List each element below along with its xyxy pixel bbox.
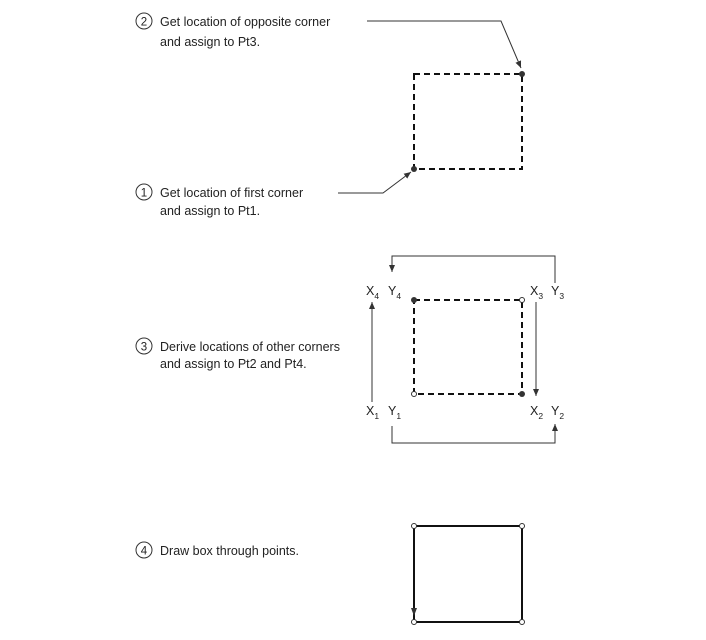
step-3-number-circle	[135, 337, 153, 355]
pt1-point-middle	[411, 391, 417, 397]
label-x2-y2: X2 Y2	[530, 404, 564, 421]
step-2-line2: and assign to Pt3.	[160, 35, 260, 49]
box-corner-br	[519, 619, 525, 625]
label-x3: X3	[530, 284, 543, 301]
step-3-line2: and assign to Pt2 and Pt4.	[160, 357, 307, 371]
pt4-point	[411, 297, 417, 303]
label-x4: X4	[366, 284, 379, 301]
label-y2: Y2	[551, 404, 564, 421]
label-x4-y4: X4 Y4	[366, 284, 401, 301]
step-1: 1 Get location of first corner and assig…	[135, 171, 412, 218]
step-1-leader-arrow	[338, 171, 412, 194]
step-1-line1: Get location of first corner	[160, 186, 303, 200]
pt1-point	[411, 166, 417, 172]
step-4-number-circle	[135, 541, 153, 559]
label-y4: Y4	[388, 284, 401, 301]
label-x1: X1	[366, 404, 379, 421]
box-corner-tr	[519, 523, 525, 529]
pt2-point	[519, 391, 525, 397]
box-corner-bl	[411, 619, 417, 625]
label-x1-y1: X1 Y1	[366, 404, 401, 421]
label-y1: Y1	[388, 404, 401, 421]
step-1-line2: and assign to Pt1.	[160, 204, 260, 218]
pt3-point-middle	[519, 297, 525, 303]
dashed-box-top	[413, 73, 523, 170]
dashed-box-middle	[413, 299, 523, 395]
label-x3-y3: X3 Y3	[530, 284, 564, 301]
step-1-number-circle	[135, 183, 153, 201]
step-2-leader-arrow	[367, 20, 522, 69]
step-2-line1: Get location of opposite corner	[160, 15, 330, 29]
arrow-y1-to-y2	[391, 424, 558, 444]
step-2: 2 Get location of opposite corner and as…	[135, 12, 522, 69]
box-corner-tl	[411, 523, 417, 529]
label-y3: Y3	[551, 284, 564, 301]
step-3: 3 Derive locations of other corners and …	[135, 337, 340, 371]
step-3-line1: Derive locations of other corners	[160, 340, 340, 354]
step-2-number: 2	[141, 17, 147, 29]
step-2-number-circle	[135, 12, 153, 30]
label-x2: X2	[530, 404, 543, 421]
pt3-point	[519, 71, 525, 77]
step-3-number: 3	[141, 342, 147, 354]
draw-direction-arrow	[411, 608, 417, 616]
arrow-y3-to-y4	[389, 255, 556, 283]
solid-box	[413, 525, 523, 623]
step-1-number: 1	[141, 188, 147, 200]
step-4: 4 Draw box through points.	[135, 541, 299, 559]
step-4-line1: Draw box through points.	[160, 544, 299, 558]
step-4-number: 4	[141, 546, 148, 558]
